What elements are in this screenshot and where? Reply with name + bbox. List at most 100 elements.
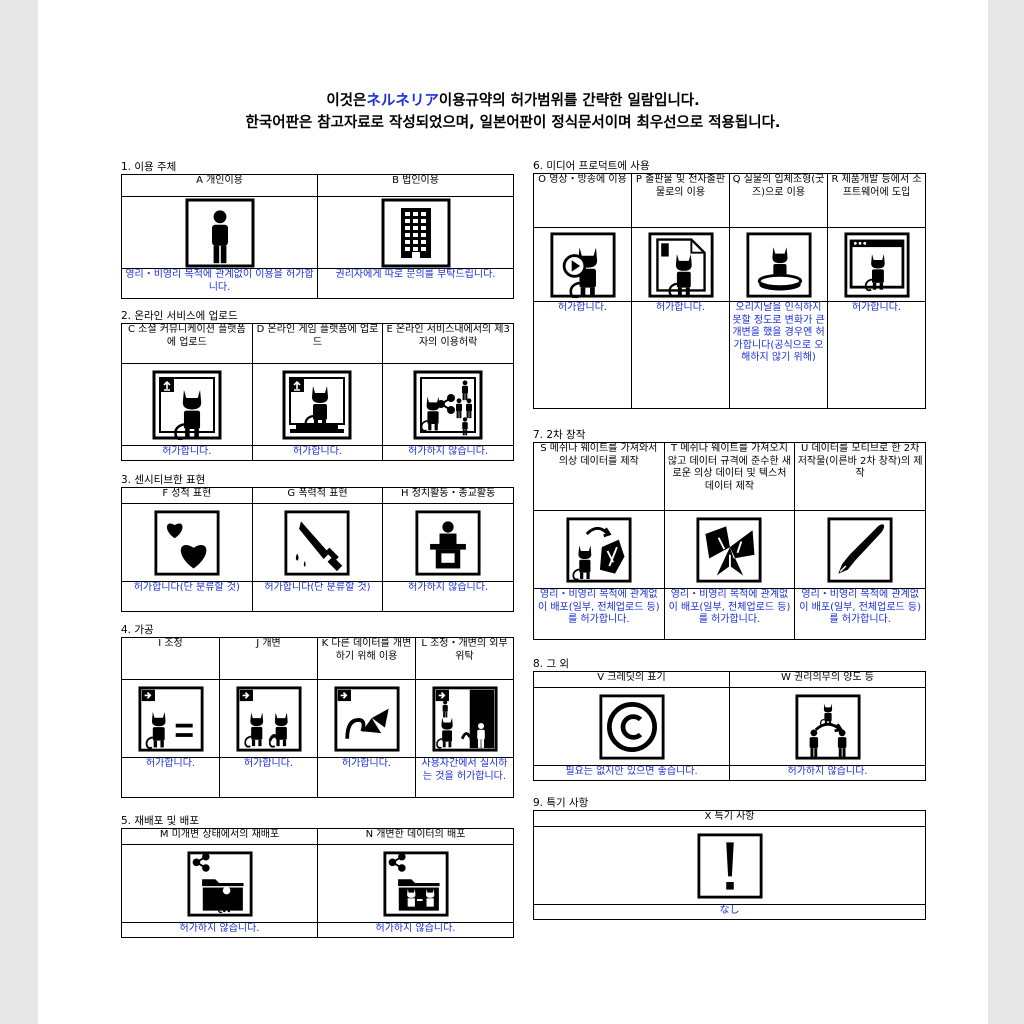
item-icon-cell <box>317 679 416 758</box>
item-icon-cell <box>415 679 514 758</box>
share-folder-icon <box>186 850 253 917</box>
section-title: 6. 미디어 프로덕트에 사용 <box>533 160 650 172</box>
item-icon-cell <box>317 844 514 923</box>
item-label: N 개변한 데이터의 배포 <box>317 828 514 845</box>
item-icon-cell <box>663 510 796 589</box>
item-label: M 미개변 상태에서의 재배포 <box>121 828 318 845</box>
item-result: 허가합니다. <box>121 757 220 798</box>
item-label: V 크레딧의 표기 <box>533 671 730 688</box>
section-title: 5. 재배포 및 배포 <box>121 815 199 827</box>
knife-icon <box>284 509 351 576</box>
item-icon-cell <box>251 503 384 582</box>
item-result: 허가하지 않습니다. <box>382 581 514 612</box>
item-result: 영리・비영리 목적에 관계없이 배포(일부, 전체업로드 등)를 허가합니다. <box>663 588 796 640</box>
item-label: O 영상・방송에 이용 <box>533 173 632 228</box>
item-icon-cell <box>631 227 730 302</box>
item-icon-cell <box>533 687 730 766</box>
item-label: A 개인이용 <box>121 174 318 197</box>
item-label: J 개변 <box>219 637 318 680</box>
item-result: なし <box>533 904 926 920</box>
item-icon-cell <box>121 679 220 758</box>
upload-social-icon <box>152 370 222 440</box>
mesh-costume-icon <box>566 516 632 583</box>
header-line1-pre: 이것은 <box>326 93 367 109</box>
header-line1-accent: ネルネリア <box>366 93 439 109</box>
item-label: D 온라인 게임 플랫폼에 업로드 <box>251 323 384 364</box>
share-network-icon <box>413 370 483 440</box>
publication-icon <box>647 231 714 298</box>
pen-icon <box>827 516 893 583</box>
exclamation-icon <box>696 832 763 899</box>
header-line1-post: 이용규약의 허가범위를 간략한 일람입니다. <box>438 93 700 109</box>
adjust-icon <box>137 685 204 752</box>
item-label: R 제품개발 등에서 소프트웨어에 도입 <box>827 173 926 228</box>
item-result: 허가합니다. <box>631 301 730 409</box>
item-icon-cell <box>251 363 384 446</box>
software-icon <box>843 231 910 298</box>
item-icon-cell <box>382 363 514 446</box>
item-label: H 정치활동・종교활동 <box>382 487 514 504</box>
item-icon-cell <box>121 844 318 923</box>
item-label: B 법인이용 <box>317 174 514 197</box>
item-label: L 조정・개변의 외부위탁 <box>415 637 514 680</box>
item-result: 허가하지 않습니다. <box>121 922 318 938</box>
item-label: P 출판물 및 전자출판물로의 이용 <box>631 173 730 228</box>
item-label: I 조정 <box>121 637 220 680</box>
item-result: 허가합니다. <box>121 445 253 461</box>
tail-bow-icon <box>333 685 400 752</box>
item-icon-cell <box>382 503 514 582</box>
item-result: 필요는 없지만 있으면 좋습니다. <box>533 765 730 781</box>
transfer-icon <box>794 693 861 760</box>
item-label: F 성적 표현 <box>121 487 253 504</box>
section-title: 9. 특기 사항 <box>533 797 589 809</box>
item-result: 오리지날을 인식하지 못할 정도로 변화가 큰 개변을 했을 경우엔 허가합니다… <box>729 301 828 409</box>
item-icon-cell <box>121 363 253 446</box>
podium-icon <box>415 509 481 576</box>
item-result: 허가합니다(단 분류할 것) <box>121 581 253 612</box>
modify-icon <box>235 685 302 752</box>
item-result: 허가하지 않습니다. <box>382 445 514 461</box>
document-page: 이것은ネルネリア이용규약의 허가범위를 간략한 일람입니다. 한국어판은 참고자… <box>38 0 988 1024</box>
item-result: 영리・비영리 목적에 관계없이 이용을 허가합니다. <box>121 268 318 299</box>
section-title: 7. 2차 창작 <box>533 429 586 441</box>
item-result: 허가하지 않습니다. <box>317 922 514 938</box>
item-result: 권리자에게 따로 문의를 부탁드립니다. <box>317 268 514 299</box>
item-label: K 다른 데이터를 개변하기 위해 이용 <box>317 637 416 680</box>
costume-icon <box>696 516 763 583</box>
item-result: 영리・비영리 목적에 관계없이 배포(일부, 전체업로드 등)를 허가합니다. <box>794 588 926 640</box>
item-icon-cell <box>827 227 926 302</box>
item-label: U 데이터를 모티브로 한 2차 저작물(이른바 2차 창작)의 제작 <box>794 442 926 511</box>
video-icon <box>549 231 616 298</box>
item-label: C 소셜 커뮤니케이션 플랫폼에 업로드 <box>121 323 253 364</box>
item-result: 허가합니다. <box>317 757 416 798</box>
copyright-icon <box>598 693 665 760</box>
item-icon-cell <box>317 196 514 269</box>
item-icon-cell <box>121 196 318 269</box>
item-icon-cell <box>533 510 665 589</box>
item-label: Q 실물의 입체조형(굿즈)으로 이용 <box>729 173 828 228</box>
item-icon-cell <box>794 510 926 589</box>
item-icon-cell <box>729 687 926 766</box>
item-result: 허가합니다. <box>251 445 384 461</box>
header-line-2: 한국어판은 참고자료로 작성되었으며, 일본어판이 정식문서이며 최우선으로 적… <box>245 115 781 131</box>
item-result: 허가하지 않습니다. <box>729 765 926 781</box>
item-result: 허가합니다. <box>533 301 632 409</box>
item-result: 영리・비영리 목적에 관계없이 배포(일부, 전체업로드 등)를 허가합니다. <box>533 588 665 640</box>
section-title: 3. 센시티브한 표현 <box>121 474 206 486</box>
item-icon-cell <box>729 227 828 302</box>
section-title: 1. 이용 주체 <box>121 161 177 173</box>
